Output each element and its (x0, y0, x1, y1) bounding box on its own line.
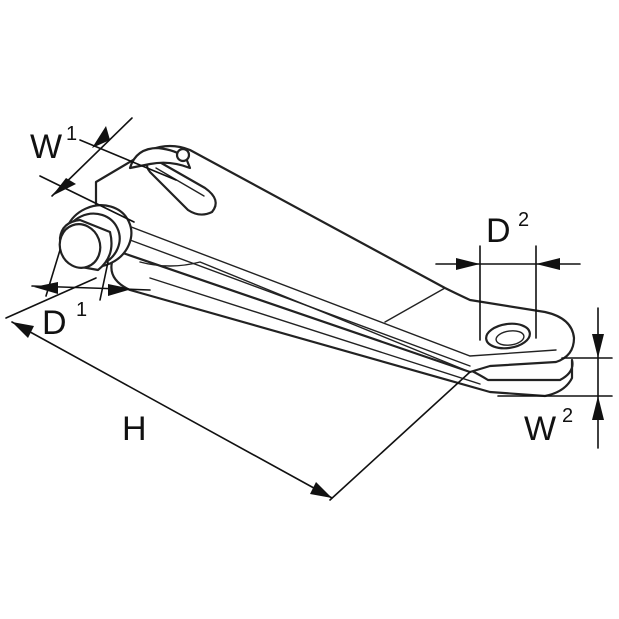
w2-arrow-bottom (592, 396, 604, 420)
toggle-fitting-part (58, 144, 576, 398)
h-arrow-left (12, 322, 34, 338)
dimension-d2: D 2 (435, 209, 581, 341)
h-extension-line-right (329, 371, 471, 501)
d1-label-sup: 1 (76, 299, 87, 321)
jaw-slot-inner (155, 167, 205, 197)
pin-face (58, 223, 102, 269)
w2-label: W (524, 410, 556, 448)
w1-label: W (30, 128, 62, 166)
w2-arrow-top (592, 334, 604, 358)
w1-extension-line-top (79, 139, 177, 181)
h-dimension-line (11, 321, 333, 499)
dimension-h: H (5, 277, 471, 501)
w2-label-sup: 2 (562, 405, 573, 427)
eye-hole (485, 322, 531, 350)
d1-arrow-left (34, 282, 58, 294)
h-arrow-right (310, 482, 332, 498)
d1-label: D (42, 304, 67, 342)
d2-label-sup: 2 (518, 209, 529, 231)
w1-arrow-bottom (52, 178, 76, 196)
d2-arrow-left (456, 258, 480, 270)
jaw-pin-head (175, 147, 191, 163)
dimension-w2: W 2 (497, 307, 613, 449)
d2-label: D (486, 212, 511, 250)
d1-arrow-right (108, 284, 132, 296)
clevis-pin (58, 204, 133, 272)
dimension-w1: W 1 (30, 117, 177, 223)
w1-extension-line-bottom (39, 175, 135, 223)
strap-edge-line (117, 221, 557, 357)
h-label: H (122, 410, 147, 448)
d2-arrow-right (536, 258, 560, 270)
lower-lug-line-2 (149, 277, 481, 385)
h-extension-line-left (5, 277, 97, 319)
hole-inner (495, 330, 525, 346)
d1-extension-line-right (99, 261, 109, 301)
strap-step-line (384, 287, 446, 323)
w1-label-sup: 1 (66, 123, 77, 145)
dimension-d1: D 1 (31, 249, 151, 342)
lower-lug-line (139, 261, 471, 373)
w1-arrow-top (92, 126, 110, 148)
